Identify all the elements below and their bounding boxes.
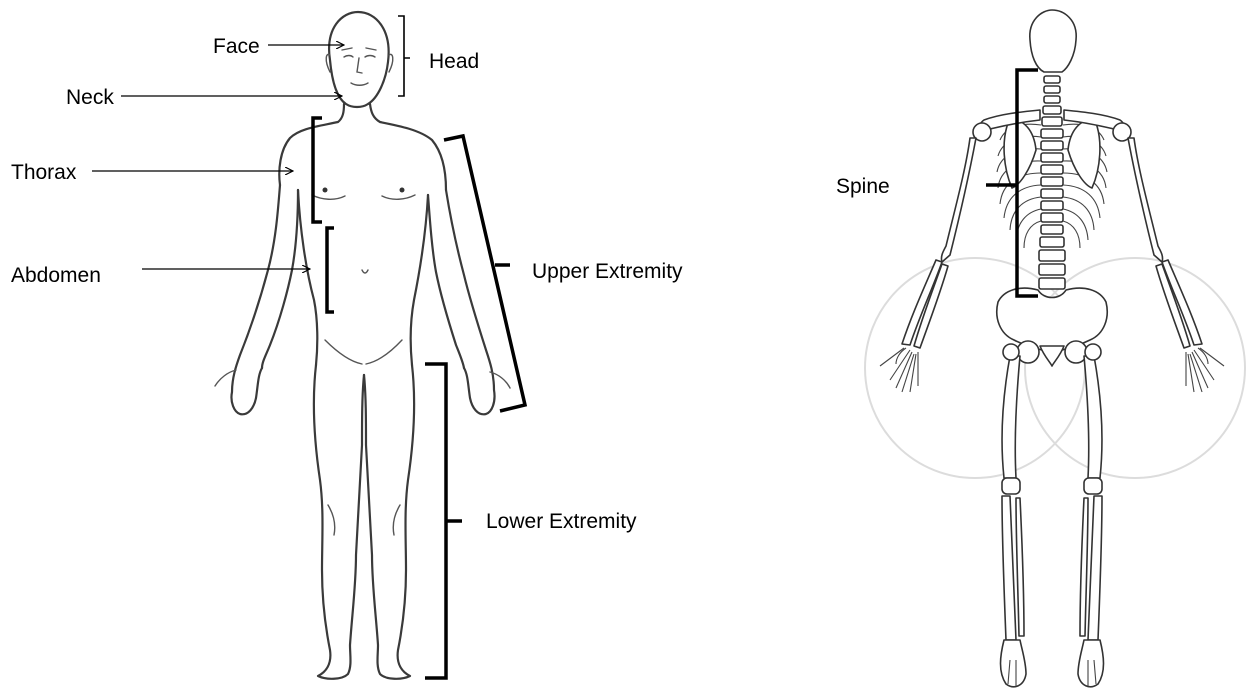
- upper-extremity-label: Upper Extremity: [532, 260, 683, 283]
- upper-extremity-bracket: [444, 136, 525, 411]
- abdomen-bracket: [327, 228, 334, 312]
- human-body-figure: [215, 12, 510, 679]
- lower-extremity-label: Lower Extremity: [486, 510, 637, 533]
- neck-label: Neck: [66, 86, 114, 109]
- skeleton-figure: [865, 10, 1245, 687]
- spine-label: Spine: [836, 175, 890, 198]
- head-bracket: [398, 16, 410, 96]
- lower-extremity-bracket: [425, 364, 462, 678]
- thorax-label: Thorax: [11, 161, 77, 184]
- face-label: Face: [213, 35, 260, 58]
- abdomen-label: Abdomen: [11, 264, 101, 287]
- thorax-bracket: [313, 118, 322, 222]
- head-label: Head: [429, 50, 479, 73]
